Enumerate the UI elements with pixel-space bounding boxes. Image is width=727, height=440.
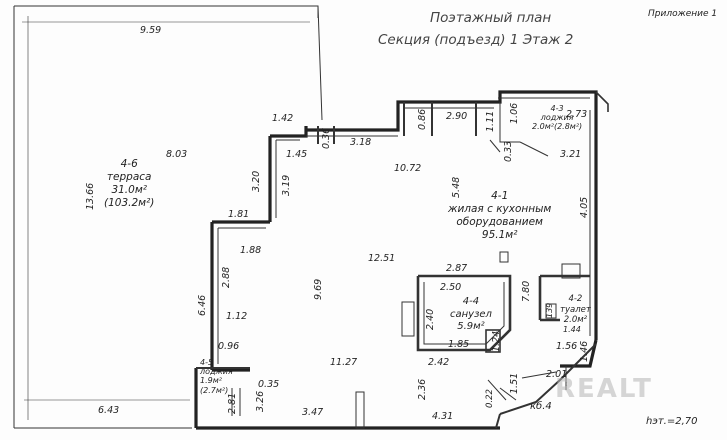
dim-5-48: 5.48 bbox=[451, 176, 462, 198]
room-4-5-type: лоджия bbox=[200, 367, 233, 377]
dim-1-46: 1.46 bbox=[579, 340, 590, 362]
dim-3-19: 3.19 bbox=[281, 174, 292, 196]
dim-2-90: 2.90 bbox=[446, 111, 468, 122]
dim-1-42: 1.42 bbox=[272, 113, 294, 124]
dim-10-72: 10.72 bbox=[394, 163, 422, 174]
dim-3-21: 3.21 bbox=[560, 149, 582, 160]
dim-12-51: 12.51 bbox=[368, 253, 396, 264]
dim-2-88: 2.88 bbox=[221, 266, 232, 288]
plan-subtitle: Секция (подъезд) 1 Этаж 2 bbox=[378, 32, 574, 48]
room-4-5-label: 4-5 лоджия 1.9м² (2.7м²) bbox=[200, 358, 233, 395]
room-4-1-id: 4-1 bbox=[491, 190, 509, 202]
appendix-label: Приложение 1 bbox=[648, 9, 718, 19]
dim-139: 139 bbox=[545, 302, 554, 318]
dim-4-31: 4.31 bbox=[432, 411, 454, 422]
apartment-walls bbox=[194, 90, 598, 430]
dim-6-43: 6.43 bbox=[98, 405, 120, 416]
dim-2-01: 2.01 bbox=[546, 369, 568, 380]
floor-height-label: hэт.=2,70 bbox=[646, 416, 698, 427]
room-4-5-area: 1.9м² bbox=[200, 376, 222, 386]
dim-1-56: 1.56 bbox=[556, 341, 578, 352]
dim-2-81: 2.81 bbox=[227, 392, 238, 414]
room-4-6-area: 31.0м² bbox=[111, 184, 147, 197]
dim-6-46: 6.46 bbox=[197, 294, 208, 316]
room-4-3-area: 2.0м²(2.8м²) bbox=[532, 122, 583, 132]
dim-3-20: 3.20 bbox=[251, 170, 262, 192]
room-4-3-id: 4-3 bbox=[550, 104, 564, 113]
dim-2-42: 2.42 bbox=[428, 357, 450, 368]
dim-1-85: 1.85 bbox=[448, 339, 470, 350]
room-4-6-id: 4-6 bbox=[120, 158, 138, 170]
dim-1-11: 1.11 bbox=[485, 110, 496, 132]
room-4-2-area: 2.0м² bbox=[563, 315, 588, 326]
dim-3-47: 3.47 bbox=[302, 407, 324, 418]
dim-1-81: 1.81 bbox=[228, 209, 250, 220]
watermark-logo: REALT bbox=[555, 374, 653, 404]
room-4-2-label: 4-2 туалет 2.0м² bbox=[560, 294, 591, 326]
room-4-6-type: терраса bbox=[106, 171, 152, 184]
plan-title: Поэтажный план bbox=[430, 10, 552, 26]
dim-0-35: 0.35 bbox=[258, 379, 280, 390]
room-4-1-label: 4-1 жилая с кухонным оборудованием 95.1м… bbox=[448, 190, 551, 243]
dim-9-59: 9.59 bbox=[140, 25, 162, 36]
dim-0-22: 0.22 bbox=[485, 389, 495, 408]
room-4-4-label: 4-4 санузел 5.9м² bbox=[450, 296, 492, 334]
room-4-4-id: 4-4 bbox=[462, 296, 480, 307]
room-4-4-type: санузел bbox=[450, 308, 492, 320]
room-4-6-label: 4-6 терраса 31.0м² (103.2м²) bbox=[104, 158, 154, 211]
room-4-3-type: лоджия bbox=[540, 113, 574, 123]
dim-2-36: 2.36 bbox=[417, 378, 428, 400]
dim-1-88: 1.88 bbox=[240, 245, 262, 256]
shaft-label: кб.4 bbox=[530, 401, 552, 412]
dim-1-24: 1.24 bbox=[491, 330, 502, 352]
dim-0-33: 0.33 bbox=[503, 140, 514, 162]
dim-9-69: 9.69 bbox=[313, 278, 324, 300]
dim-11-27: 11.27 bbox=[330, 357, 358, 368]
room-4-6-area-total: (103.2м²) bbox=[104, 197, 155, 210]
room-4-2-type: туалет bbox=[560, 304, 591, 315]
terrace-outline bbox=[14, 5, 323, 121]
room-4-4-area: 5.9м² bbox=[457, 321, 485, 332]
dim-2-87: 2.87 bbox=[446, 263, 468, 274]
dim-4-05: 4.05 bbox=[579, 196, 590, 218]
dim-1-51: 1.51 bbox=[509, 372, 520, 394]
room-4-5-area-total: (2.7м²) bbox=[200, 385, 229, 395]
dim-1-12: 1.12 bbox=[226, 311, 248, 322]
dim-13-66: 13.66 bbox=[85, 182, 96, 210]
dim-3-18: 3.18 bbox=[350, 137, 372, 148]
dim-0-86: 0.86 bbox=[417, 108, 428, 130]
dim-8-03: 8.03 bbox=[166, 149, 188, 160]
dim-3-26: 3.26 bbox=[255, 390, 266, 412]
dim-0-36: 0.36 bbox=[321, 127, 332, 149]
dim-1-44: 1.44 bbox=[563, 325, 581, 334]
dim-0-96: 0.96 bbox=[218, 341, 240, 352]
room-4-3-label: 4-3 лоджия 2.0м²(2.8м²) bbox=[532, 104, 582, 132]
dim-1-45: 1.45 bbox=[286, 149, 308, 160]
room-4-1-type-cont: оборудованием bbox=[456, 216, 543, 229]
dim-1-06: 1.06 bbox=[509, 102, 520, 124]
dim-2-40: 2.40 bbox=[425, 308, 436, 330]
room-4-1-type: жилая с кухонным bbox=[448, 203, 552, 216]
room-4-5-id: 4-5 bbox=[200, 358, 214, 367]
dim-2-50: 2.50 bbox=[440, 282, 462, 293]
room-4-2-id: 4-2 bbox=[568, 294, 583, 304]
dim-2-73: 2.73 bbox=[566, 109, 588, 120]
dim-7-80: 7.80 bbox=[521, 280, 532, 302]
room-4-1-area: 95.1м² bbox=[481, 229, 518, 242]
